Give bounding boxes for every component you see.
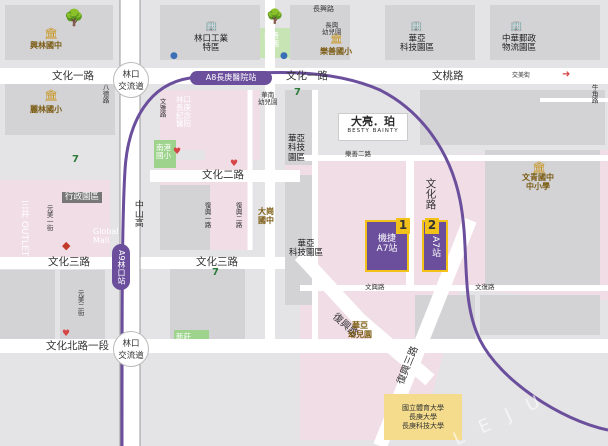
seven-eleven-icon: 7 xyxy=(212,267,219,278)
place-wenhua-school: 文青國中 中小學 xyxy=(522,173,554,191)
road-wenfu: 文復路 xyxy=(475,283,495,291)
place-sports-univ: 國立體育大學 長庚大學 長庚科技大學 xyxy=(384,394,462,440)
road-yuanmei-2: 元美二街 xyxy=(76,290,85,316)
building-icon: 🏢 xyxy=(510,21,523,32)
place-huaya-1: 華亞 科技 園區 xyxy=(288,134,306,163)
place-xinglin: 興林國中 xyxy=(30,41,62,50)
school-icon: 🏛 xyxy=(44,89,58,102)
place-linkou-hospital: 林口 長庚 紀念 醫院 xyxy=(176,95,191,128)
place-zhonghua-post: 中華郵政 物流園區 xyxy=(502,34,537,54)
interchange-top[interactable]: 林口 交流道 xyxy=(113,62,149,98)
bus-icon: ● xyxy=(170,51,178,61)
project-box-2-label: A7站 xyxy=(430,235,440,257)
place-huaya-kind: 華亞 幼兒園 xyxy=(348,321,372,339)
road-yuanmei: 元美一街 xyxy=(45,205,54,231)
project-num-2: 2 xyxy=(425,218,439,234)
arrow-right-icon: ➜ xyxy=(562,69,571,80)
place-dagui: 大崗 國中 xyxy=(258,207,274,225)
road-wenhua-1-west: 文化一路 xyxy=(52,70,94,82)
project-num-1: 1 xyxy=(396,218,410,234)
project-logo-main: 大亮．珀 xyxy=(351,115,395,128)
road-fuxing-1: 復興一路 xyxy=(203,202,212,228)
building-icon: 🏢 xyxy=(205,21,218,32)
place-linkou-industrial: 林口工業 特區 xyxy=(194,34,229,54)
building-icon: 🏢 xyxy=(410,21,423,32)
road-fuxing-2: 復興二路 xyxy=(234,202,243,228)
project-box-1-label: 機捷 A7站 xyxy=(376,234,398,255)
road-wenhua-3-east: 文化三路 xyxy=(196,256,238,268)
place-global-mall: Global Mall xyxy=(93,227,119,245)
seven-eleven-icon: 7 xyxy=(72,154,79,165)
school-icon: 🏛 xyxy=(330,34,343,45)
school-icon: 🏛 xyxy=(532,161,546,174)
road-jiaomei: 交美街 xyxy=(512,72,531,79)
hospital-icon: ♥ xyxy=(173,147,182,157)
place-huaya-science: 華亞 科技園區 xyxy=(400,34,435,54)
place-changxing-kind: 長興 幼兒園 xyxy=(322,21,342,37)
road-wenhua-1-east: 文化一路 xyxy=(286,70,328,82)
place-outlet: 三井 OUTLET xyxy=(18,200,29,257)
school-icon: 🏛 xyxy=(44,27,58,40)
project-logo: 大亮．珀 BESTY BAINTY xyxy=(338,113,408,141)
place-leshan-park: 樂善 公園 xyxy=(264,31,279,49)
place-huaya-2: 華亞 科技園區 xyxy=(289,239,324,259)
station-a8[interactable]: A8長庚醫院站 xyxy=(190,71,272,85)
road-bade: 八德路 xyxy=(101,84,110,104)
station-a9[interactable]: A9林口站 xyxy=(112,244,130,290)
place-admin: 行政園區 xyxy=(62,192,103,204)
police-icon: ◆ xyxy=(62,239,71,252)
place-linyuan: 麗林國小 xyxy=(30,105,62,114)
bus-icon: ● xyxy=(280,51,288,61)
road-wenhua-3-west: 文化三路 xyxy=(48,256,90,268)
road-wenhua-vertical: 文化路 xyxy=(424,178,437,210)
place-huanan: 華南 幼兒園 xyxy=(258,91,278,107)
road-zhongshan-highway: 中山高 xyxy=(132,200,143,227)
hospital-icon: ♥ xyxy=(230,159,239,169)
place-nangang: 南港 國小 xyxy=(156,143,171,161)
interchange-bottom[interactable]: 林口 交流道 xyxy=(113,331,149,367)
road-niujiao: 牛角路 xyxy=(590,84,599,104)
seven-eleven-icon: 7 xyxy=(294,87,301,98)
project-logo-sub: BESTY BAINTY xyxy=(347,128,399,135)
tree-icon: 🌳 xyxy=(266,9,284,25)
place-canal: 新莊 公園 xyxy=(176,332,191,350)
road-wenhua-2: 文化二路 xyxy=(202,169,244,181)
road-wenya: 文雅路 xyxy=(158,98,167,118)
road-leshan-2: 樂善二路 xyxy=(345,150,371,158)
road-changxing: 長興路 xyxy=(313,5,334,13)
road-wenxing: 文興路 xyxy=(365,283,385,291)
hospital-icon: ♥ xyxy=(62,329,71,339)
road-wenhua-north-1: 文化北路一段 xyxy=(46,340,109,352)
road-wentao: 文桃路 xyxy=(432,70,464,82)
tree-icon: 🌳 xyxy=(64,8,84,27)
place-leshan-school: 樂善國小 xyxy=(320,47,352,56)
